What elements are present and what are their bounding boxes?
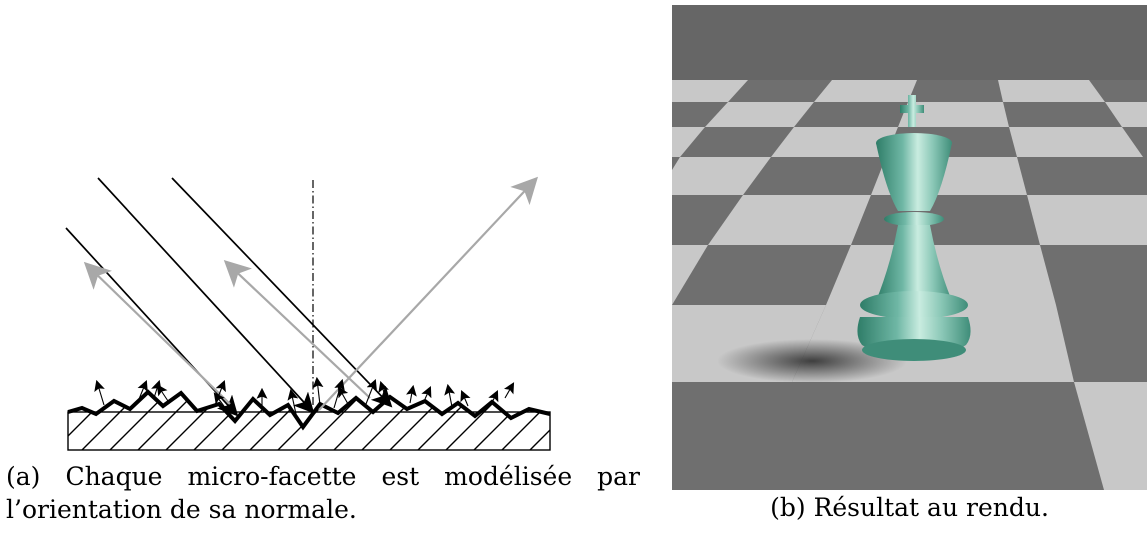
piece-shadow [717, 339, 907, 383]
facet-normal-arrow [94, 379, 105, 406]
back-wall [672, 5, 1147, 80]
facet-normal-arrow [213, 392, 230, 414]
microfacet-surface [67, 389, 551, 431]
caption-a: (a) Chaque micro-facette est modélisée p… [6, 460, 640, 526]
board-tile [1105, 102, 1147, 127]
incident-rays [65, 177, 393, 417]
facet-normal-arrow [405, 384, 417, 404]
facet-normal-arrow [421, 385, 432, 400]
caption-b-text: Résultat au rendu. [813, 493, 1049, 522]
facet-normal-arrow [488, 390, 499, 406]
facet-normals [94, 376, 515, 415]
board-tile [998, 80, 1105, 102]
board-tile [1027, 195, 1147, 245]
caption-a-label: (a) [6, 462, 41, 491]
microfacet-diagram [65, 176, 551, 451]
material-block [67, 389, 551, 451]
board-tile [708, 195, 871, 245]
chess-king [857, 95, 971, 361]
board-tile [898, 102, 1009, 127]
caption-a-text: Chaque micro-facette est modélisée par l… [6, 462, 640, 524]
facet-normal-arrow [151, 379, 162, 399]
facet-normal-arrow [312, 376, 324, 406]
board-tile [705, 102, 814, 127]
board-tile [771, 127, 898, 157]
caption-b-label: (b) [770, 493, 806, 522]
facet-normal-arrow [460, 389, 471, 407]
king-ring [860, 291, 968, 319]
reflected-ray-3 [318, 176, 539, 411]
facet-normal-arrow [337, 386, 349, 405]
reflected-ray-2 [223, 259, 371, 399]
king-head [876, 143, 952, 211]
facet-normal-arrow [365, 378, 377, 405]
king-collar [884, 212, 944, 226]
king-base-bottom [862, 339, 966, 361]
caption-b: (b) Résultat au rendu. [672, 491, 1147, 524]
facet-normal-arrow [287, 388, 299, 415]
reflected-rays [83, 176, 539, 411]
board-tile [672, 245, 708, 305]
facet-normal-arrow [333, 378, 345, 409]
incident-ray-2 [97, 177, 315, 414]
reflected-ray-1 [83, 261, 231, 405]
king-cross [900, 95, 924, 127]
facet-normal-arrow [444, 383, 456, 408]
figure-a: (a) Chaque micro-facette est modélisée p… [6, 176, 640, 526]
king-body [876, 225, 952, 301]
facet-normal-arrow [503, 382, 515, 399]
facet-normal-arrow [136, 379, 148, 405]
board-tile [672, 157, 771, 195]
board-tile [1009, 127, 1143, 157]
facet-normal-arrow [156, 384, 169, 402]
board-tile [672, 127, 705, 157]
board-tile [1074, 382, 1147, 490]
incident-ray-3 [171, 177, 393, 408]
facet-normal-arrow [378, 380, 389, 400]
chess-render [672, 5, 1147, 490]
board-tile [814, 80, 917, 102]
figure-b: (b) Résultat au rendu. [672, 0, 1147, 538]
board-tile [672, 80, 748, 102]
